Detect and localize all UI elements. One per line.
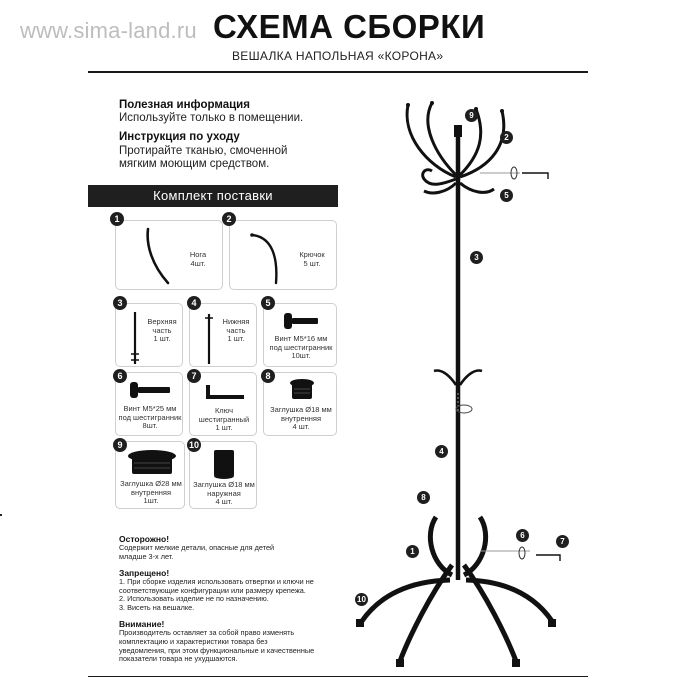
short-screw-icon — [284, 313, 318, 329]
kit-item-6-line1: Винт М5*25 мм — [123, 404, 177, 413]
forbidden-line1: 1. При сборке изделия использовать отвер… — [119, 576, 314, 586]
kit-item-5-line1: Винт М5*16 мм — [274, 334, 328, 343]
callout-10: 10 — [355, 593, 368, 606]
kit-num-1: 1 — [110, 212, 124, 226]
watermark: www.sima-land.ru — [20, 18, 197, 43]
kit-item-3-line3: 1 шт. — [153, 334, 171, 344]
kit-item-8-line1: Заглушка Ø18 мм — [270, 405, 332, 414]
kit-card-upper-part: Верхняя часть 1 шт. — [115, 303, 183, 367]
kit-item-8-line3: 4 шт. — [292, 422, 310, 432]
kit-card-outer-cap-18: Заглушка Ø18 мм наружная 4 шт. — [189, 441, 257, 509]
kit-card-screw-16: Винт М5*16 мм под шестигранник 10шт. — [263, 303, 337, 367]
callout-2: 2 — [500, 131, 513, 144]
page-title: СХЕМА СБОРКИ — [213, 8, 486, 45]
caution-heading: Осторожно! — [119, 534, 170, 544]
kit-item-7-line2: шестигранный — [198, 414, 250, 424]
long-screw-icon — [130, 382, 170, 398]
kit-item-4-line1: Нижняя — [222, 317, 250, 326]
kit-item-4-line2: часть — [226, 325, 246, 335]
care-heading: Инструкция по уходу — [119, 131, 240, 144]
kit-card-hex-key: Ключ шестигранный 1 шт. — [189, 372, 257, 436]
callout-6: 6 — [516, 529, 529, 542]
kit-item-9-line1: Заглушка Ø28 мм — [120, 479, 182, 488]
kit-item-1-line1: Нога — [189, 250, 207, 259]
hook-icon — [250, 233, 278, 285]
kit-heading: Комплект поставки — [88, 185, 338, 207]
caution-line1: Содержит мелкие детали, опасные для дете… — [119, 543, 275, 553]
useful-info-heading: Полезная информация — [119, 99, 250, 111]
kit-num-3: 3 — [113, 296, 127, 310]
useful-info-text: Используйте только в помещении. — [119, 112, 304, 125]
attention-line1: Производитель оставляет за собой право и… — [119, 628, 295, 638]
kit-item-4-line3: 1 шт. — [227, 334, 245, 344]
callout-1: 1 — [406, 545, 419, 558]
forbidden-heading: Запрещено! — [119, 567, 170, 578]
inner-cap-small-icon — [290, 379, 314, 399]
callout-9: 9 — [465, 109, 478, 122]
kit-card-screw-25: Винт М5*25 мм под шестигранник 8шт. — [115, 372, 183, 436]
kit-item-9-line2: внутренняя — [130, 487, 172, 497]
kit-item-10-line3: 4 шт. — [215, 497, 233, 507]
attention-heading: Внимание! — [119, 618, 165, 629]
kit-num-5: 5 — [261, 296, 275, 310]
kit-item-9-line3: 1шт. — [143, 496, 159, 506]
kit-num-8: 8 — [261, 369, 275, 383]
callout-4: 4 — [435, 445, 448, 458]
info-block: Полезная информация Используйте только в… — [119, 99, 339, 171]
kit-num-10: 10 — [187, 438, 201, 452]
assembly-diagram: 9 2 5 3 4 8 1 6 7 10 — [340, 95, 590, 675]
edge-mark — [0, 514, 2, 516]
kit-item-2-line1: Крючок — [299, 250, 325, 259]
kit-num-6: 6 — [113, 369, 127, 383]
kit-item-3-line1: Верхняя — [147, 317, 177, 326]
callout-5: 5 — [500, 189, 513, 202]
kit-num-9: 9 — [113, 438, 127, 452]
page-subtitle: ВЕШАЛКА НАПОЛЬНАЯ «КОРОНА» — [232, 49, 444, 63]
kit-card-lower-part: Нижняя часть 1 шт. — [189, 303, 257, 367]
callout-7: 7 — [556, 535, 569, 548]
inner-cap-large-icon — [128, 450, 176, 474]
kit-item-2-line2: 5 шт. — [303, 258, 321, 268]
care-text-line2: мягким моющим средством. — [119, 157, 270, 170]
kit-item-10-line1: Заглушка Ø18 мм — [193, 480, 255, 489]
attention-line4: показатели товара не ухудшаются. — [119, 654, 238, 664]
outer-cap-icon — [214, 450, 234, 479]
kit-item-7-line3: 1 шт. — [215, 423, 233, 433]
upper-part-icon — [131, 312, 139, 364]
forbidden-line3: 2. Использовать изделие не по назначению… — [119, 594, 269, 604]
kit-item-10-line2: наружная — [207, 488, 241, 498]
coat-stand-drawing — [356, 101, 561, 667]
kit-card-hook: Крючок 5 шт. — [229, 220, 337, 290]
attention-line3: уведомления, при этом функциональные и к… — [119, 645, 315, 655]
kit-card-leg: Нога 4шт. — [115, 220, 223, 290]
forbidden-line4: 3. Висеть на вешалке. — [119, 603, 195, 613]
kit-item-1-line2: 4шт. — [190, 258, 206, 268]
kit-num-2: 2 — [222, 212, 236, 226]
kit-num-7: 7 — [187, 369, 201, 383]
kit-item-6-line3: 8шт. — [142, 421, 158, 431]
kit-card-inner-cap-28: Заглушка Ø28 мм внутренняя 1шт. — [115, 441, 185, 509]
footer-divider — [88, 676, 588, 677]
header-divider — [88, 71, 588, 73]
callout-3: 3 — [470, 251, 483, 264]
attention-line2: комплектацию и характеристики товара без — [119, 636, 268, 646]
callout-8: 8 — [417, 491, 430, 504]
kit-card-inner-cap-18: Заглушка Ø18 мм внутренняя 4 шт. — [263, 372, 337, 436]
forbidden-line2: соответствующие конфигурации или размеру… — [119, 585, 306, 595]
warnings-block: Осторожно! Содержит мелкие детали, опасн… — [119, 534, 341, 664]
caution-line2: младше 3-х лет. — [119, 551, 174, 561]
kit-item-3-line2: часть — [152, 325, 172, 335]
kit-item-5-line2: под шестигранник — [269, 342, 333, 352]
kit-item-8-line2: внутренняя — [280, 413, 322, 423]
lower-part-icon — [205, 314, 213, 364]
hex-key-icon — [206, 385, 244, 399]
kit-item-5-line3: 10шт. — [291, 351, 311, 361]
kit-item-6-line2: под шестигранник — [118, 412, 182, 422]
kit-item-7-line1: Ключ — [214, 406, 234, 415]
care-text-line1: Протирайте тканью, смоченной — [119, 144, 288, 157]
kit-num-4: 4 — [187, 296, 201, 310]
leg-icon — [146, 227, 170, 285]
